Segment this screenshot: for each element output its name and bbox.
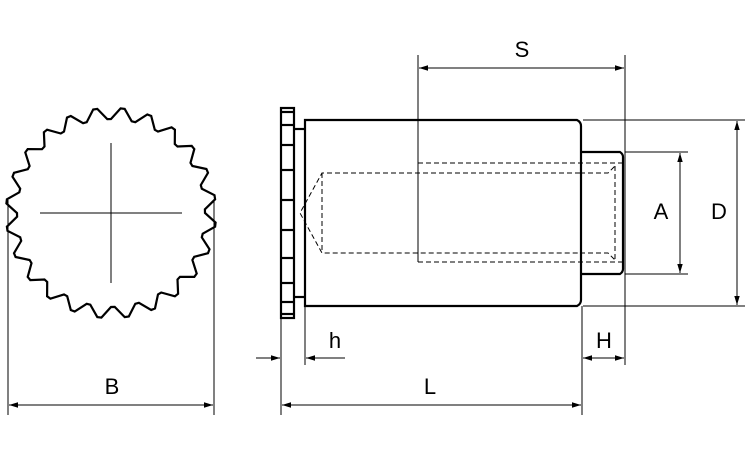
label-H: H [596,328,612,353]
dimension-L: L [282,374,581,408]
hidden-thread [417,162,622,263]
knurled-head-end-view [5,107,217,319]
hidden-bore [299,172,580,254]
label-S: S [515,37,530,62]
dimension-S: S [417,37,626,365]
flange [279,106,296,320]
flange-knurls [281,110,294,316]
dimension-B: B [7,200,215,415]
knurl-outline [5,107,217,319]
pilot [581,150,625,276]
dimension-A: A [625,151,688,275]
label-D: D [711,199,727,224]
label-A: A [654,199,669,224]
dimension-h: h [256,306,345,415]
dimension-D: D [583,119,745,307]
label-h: h [329,328,341,353]
label-B: B [105,374,120,399]
fastener-side-view [279,106,625,320]
dimension-H: H [581,306,624,415]
label-L: L [424,374,436,399]
body [303,118,583,308]
